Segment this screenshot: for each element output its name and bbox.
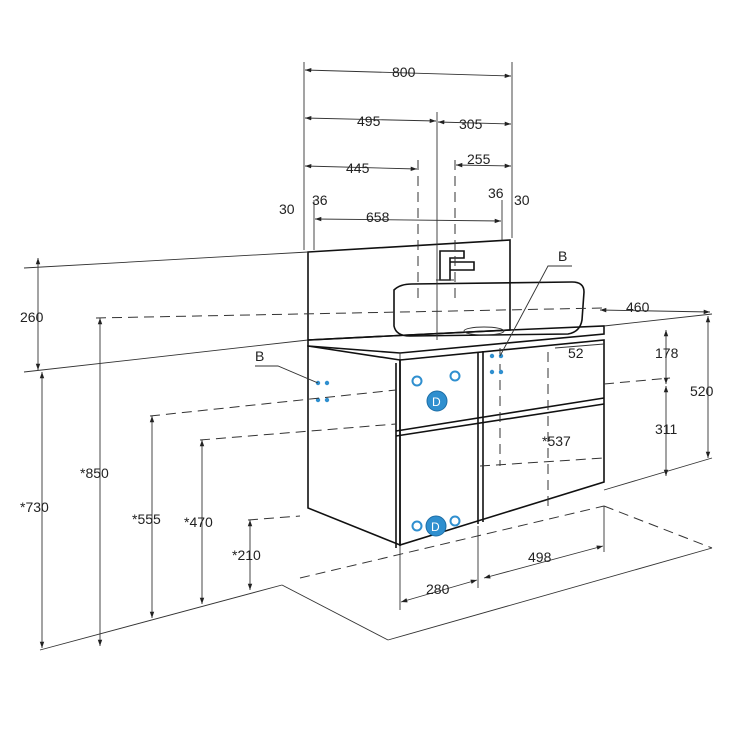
dim-line-280	[400, 579, 478, 603]
dim-498: 498	[528, 549, 552, 565]
dim-460: 460	[626, 299, 650, 315]
dim-537: *537	[542, 433, 571, 449]
connections: D D	[315, 353, 504, 537]
dim-line-255	[455, 162, 512, 169]
dim-36-left: 36	[312, 192, 328, 208]
bottom-dimensions: 280 498	[281, 505, 713, 641]
drain-connection-lower	[425, 515, 447, 537]
ref-line-555	[149, 389, 397, 417]
fixing-hole-upper-right	[449, 370, 461, 382]
dim-555: *555	[132, 511, 161, 527]
dim-line-658	[314, 216, 502, 224]
dim-line-52	[554, 343, 605, 349]
basin-drain	[463, 326, 505, 336]
callout-b-left: B	[255, 348, 264, 364]
connection-b-right-2	[498, 353, 504, 359]
dim-52: 52	[568, 345, 584, 361]
fixing-hole-upper-left	[411, 375, 423, 387]
backsplash-panel	[307, 239, 511, 341]
dim-520: 520	[690, 383, 714, 399]
ref-line-top	[23, 251, 309, 269]
fixing-hole-lower-left	[411, 520, 423, 532]
dim-line-460	[599, 307, 711, 315]
countertop	[307, 325, 605, 354]
dim-210: *210	[232, 547, 261, 563]
dim-line-305	[437, 119, 512, 127]
dim-800: 800	[392, 64, 416, 80]
left-dimensions: 260 *730 *850 *555 *470 *210	[20, 251, 605, 651]
connection-b-right-1	[489, 353, 495, 359]
cabinet	[307, 239, 605, 548]
right-dimensions: 460 520 178 311 52 *537	[542, 299, 714, 510]
ref-line-850	[95, 307, 605, 319]
connection-b-right-3	[489, 369, 495, 375]
dim-30-left: 30	[279, 201, 295, 217]
drain-connection-upper	[426, 390, 448, 412]
top-dimensions: 800 495 305 445 255 30 36 658 36 30	[279, 62, 530, 340]
connection-b-right-4	[498, 369, 504, 375]
faucet-body	[439, 250, 465, 281]
hidden-back-bottom	[479, 457, 605, 467]
dim-730: *730	[20, 499, 49, 515]
dim-260: 260	[20, 309, 44, 325]
ref-line-470	[199, 423, 397, 441]
drain-label-upper: D	[432, 395, 441, 409]
dim-line-445	[304, 163, 418, 172]
connection-b-left-4	[324, 397, 330, 403]
fixing-hole-lower-right	[449, 515, 461, 527]
floor-hidden-front	[299, 505, 605, 579]
dim-178: 178	[655, 345, 679, 361]
dim-850: *850	[80, 465, 109, 481]
cabinet-side	[307, 345, 401, 547]
ref-line-178	[603, 377, 671, 385]
dim-658: 658	[366, 209, 390, 225]
basin-top	[393, 281, 585, 337]
dim-36-right: 36	[488, 185, 504, 201]
basin	[393, 250, 585, 337]
callout-b-left-leader	[255, 365, 319, 384]
dim-line-800	[304, 67, 512, 79]
ref-line-depth-back	[603, 313, 713, 327]
floor-hidden-right	[603, 505, 713, 549]
dim-280: 280	[426, 581, 450, 597]
dim-305: 305	[459, 116, 483, 132]
floor-outline-left	[281, 584, 389, 641]
connection-b-left-2	[324, 380, 330, 386]
ref-line-depth-floor	[603, 457, 713, 491]
drain-label-lower: D	[431, 520, 440, 534]
dim-255: 255	[467, 151, 491, 167]
ref-line-210	[247, 515, 301, 521]
dim-470: *470	[184, 514, 213, 530]
callout-b-right-leader	[499, 265, 572, 357]
callouts: B B	[255, 248, 572, 384]
faucet-spout	[450, 261, 475, 271]
dim-311: 311	[655, 421, 678, 437]
floor-outline-right	[387, 547, 713, 641]
dim-30-right: 30	[514, 192, 530, 208]
callout-b-right: B	[558, 248, 567, 264]
connection-b-left-3	[315, 397, 321, 403]
ref-line-floor	[39, 584, 283, 651]
ref-line-counter	[23, 339, 309, 373]
dim-line-498	[483, 545, 604, 579]
dim-445: 445	[346, 160, 370, 176]
dim-line-495	[304, 115, 437, 124]
dim-495: 495	[357, 113, 381, 129]
